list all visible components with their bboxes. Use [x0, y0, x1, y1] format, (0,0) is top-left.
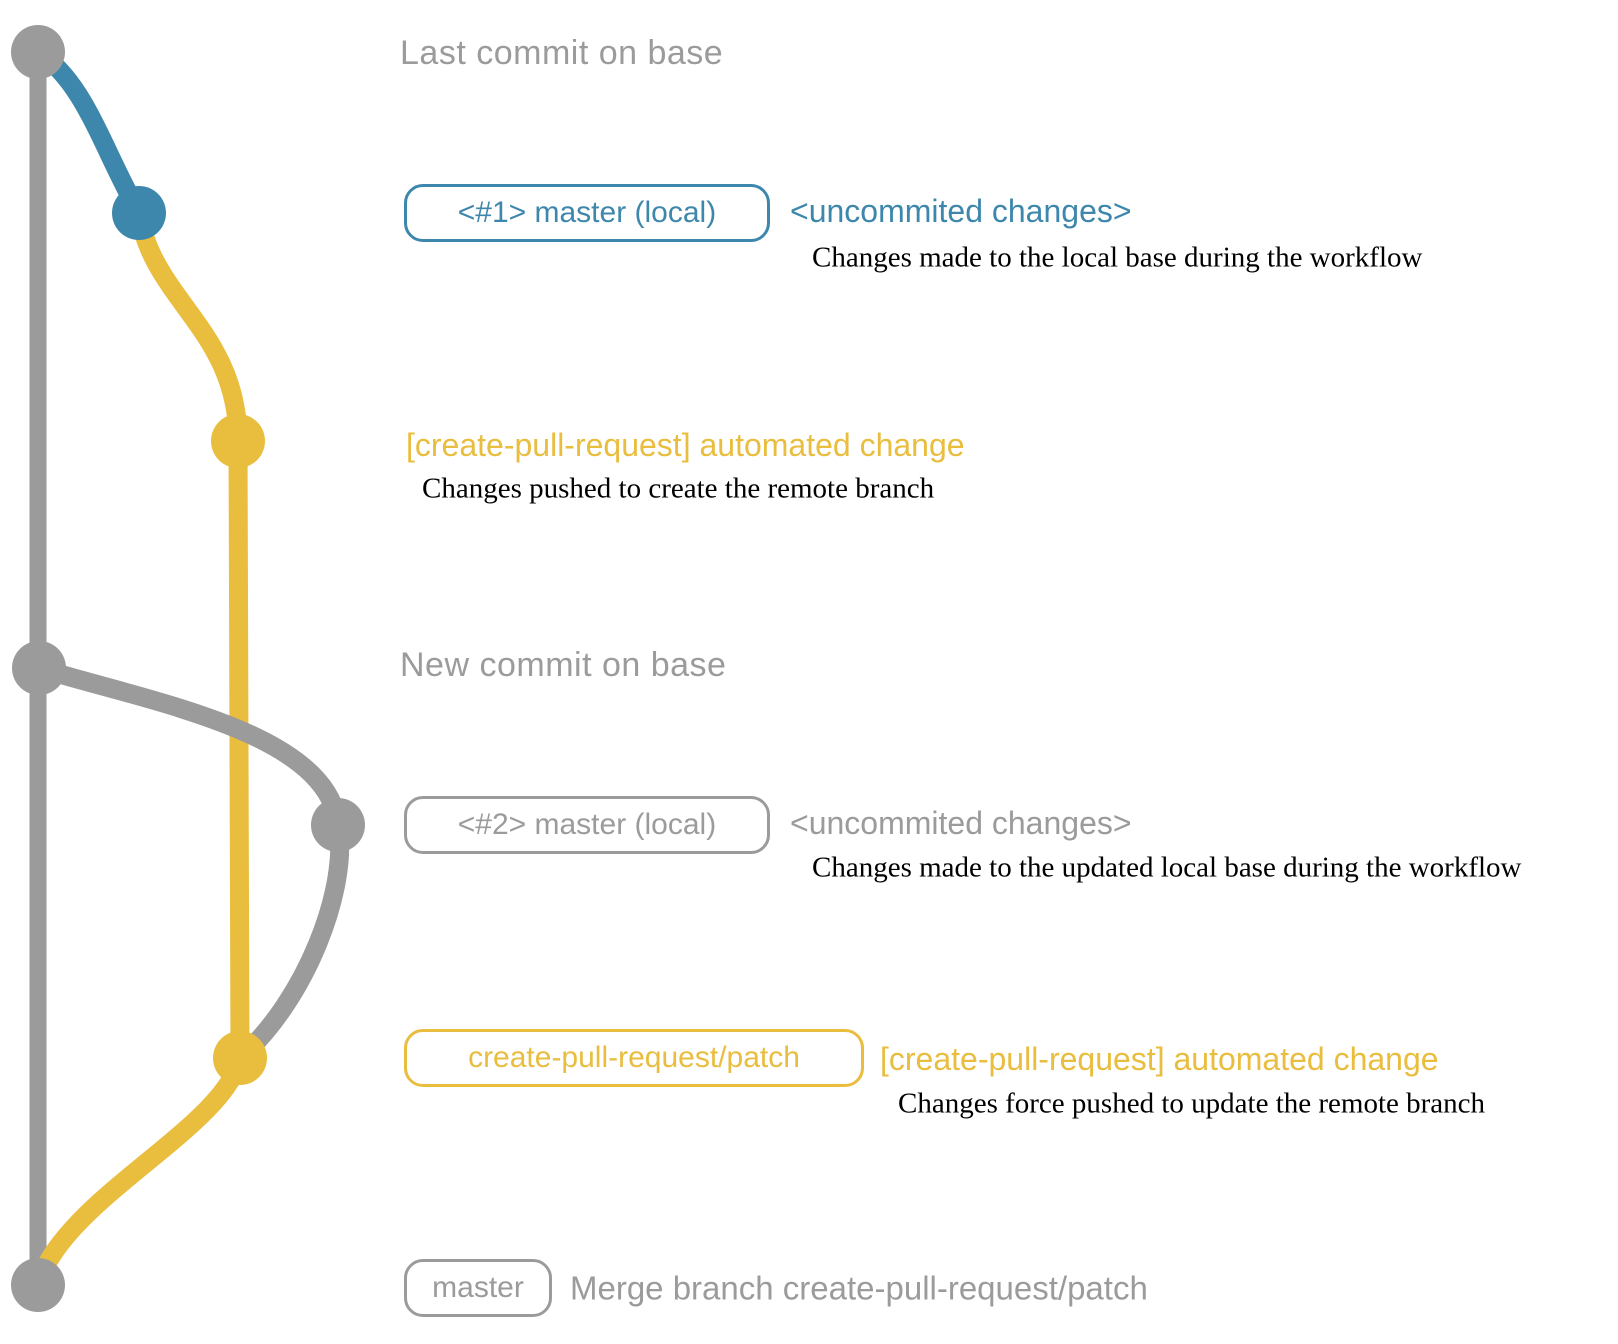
branch-tag-master-local-2: <#2> master (local) [404, 796, 770, 854]
commit-message-patch-1: [create-pull-request] automated change [406, 427, 965, 463]
commit-dot-uncommitted-2 [311, 798, 365, 852]
commit-message-patch-2: [create-pull-request] automated change [880, 1041, 1439, 1077]
commit-message-uncommitted-1: <uncommited changes> [790, 193, 1132, 229]
branch-tag-master-local-1-label: <#1> master (local) [457, 196, 717, 229]
branch-tag-create-pull-request-patch: create-pull-request/patch [404, 1029, 864, 1087]
uncommitted-2-push-curve [230, 815, 350, 1068]
commit-dot-last-commit-on-base [11, 25, 65, 79]
branch-tag-master-local-1: <#1> master (local) [404, 184, 770, 242]
commit-description-patch-2: Changes force pushed to update the remot… [898, 1087, 1486, 1120]
commit-description-uncommitted-2: Changes made to the updated local base d… [812, 851, 1522, 884]
patch-merge-curve [28, 1048, 250, 1295]
commit-message-last-commit-on-base: Last commit on base [400, 34, 724, 72]
commit-dot-new-commit-on-base [12, 641, 66, 695]
patch-branch-line [129, 203, 250, 1068]
uncommitted-1-branch-curve [28, 42, 149, 223]
branch-tag-master-local-2-label: <#2> master (local) [457, 808, 717, 841]
commit-dot-patch-2 [213, 1031, 267, 1085]
commit-dot-patch-1 [211, 414, 265, 468]
uncommitted-2-branch-curve [29, 658, 348, 835]
commit-message-merge: Merge branch create-pull-request/patch [570, 1269, 1148, 1307]
commit-description-uncommitted-1: Changes made to the local base during th… [812, 241, 1423, 274]
branch-tag-master-label: master [432, 1271, 524, 1304]
commit-dot-uncommitted-1 [112, 186, 166, 240]
commit-message-uncommitted-2: <uncommited changes> [790, 805, 1132, 841]
branch-tag-create-pull-request-patch-label: create-pull-request/patch [468, 1041, 800, 1074]
commit-description-patch-1: Changes pushed to create the remote bran… [422, 472, 935, 505]
branch-tag-master: master [404, 1259, 552, 1317]
commit-dot-merge [11, 1258, 65, 1312]
commit-message-new-commit-on-base: New commit on base [400, 646, 727, 684]
